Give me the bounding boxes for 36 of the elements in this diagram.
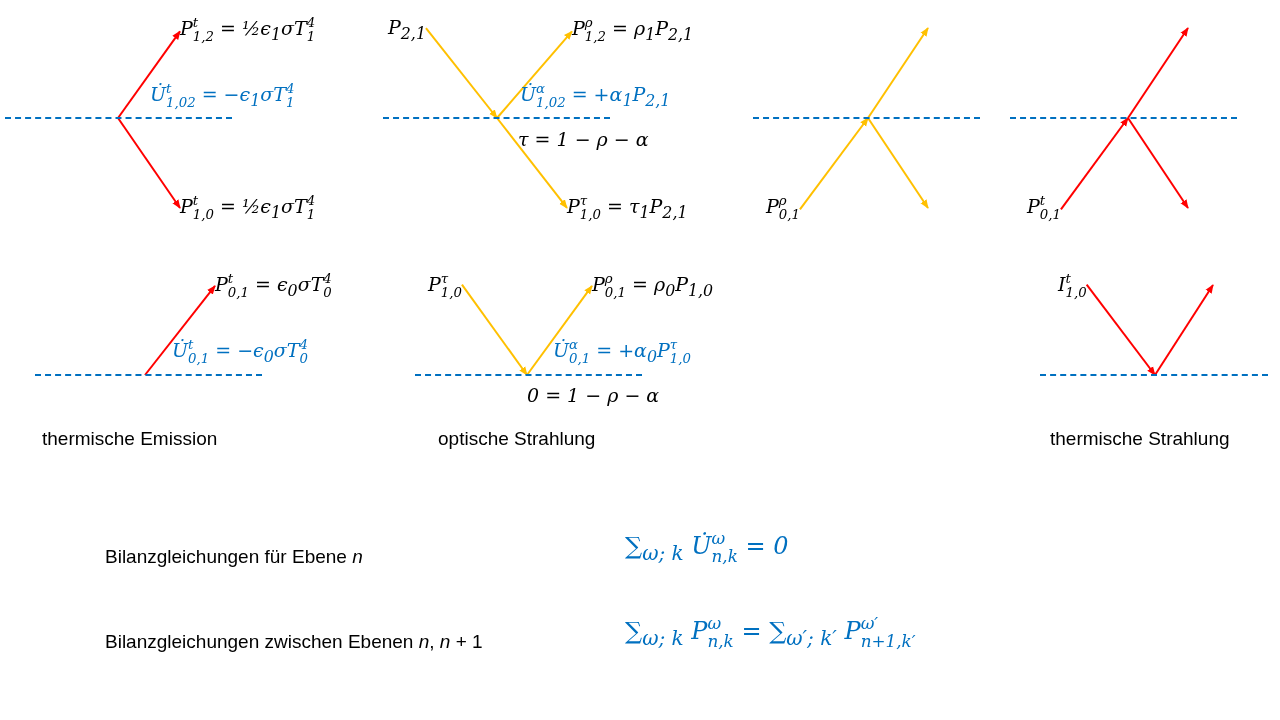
arrow (526, 284, 593, 376)
arrow (867, 117, 929, 209)
dashed-surface-line (753, 117, 980, 119)
formula: τ = 1 − ρ − α (518, 128, 649, 150)
formula: P$^{τ}$$_{1,0}$ = τ$_{1}$P$_{2,1}$ (567, 194, 688, 222)
arrow (425, 27, 498, 119)
balance-equation: ∑$_{ω; k}$ U̇$^{ω}$$_{n,k}$ = 0 (625, 530, 789, 566)
arrow (1127, 27, 1189, 119)
energy-balance-formula: U̇$^{α}$$_{1,02}$ = +α$_{1}$P$_{2,1}$ (520, 82, 671, 110)
dashed-surface-line (415, 374, 642, 376)
arrow (144, 284, 216, 376)
arrow (1154, 284, 1214, 376)
arrow (1127, 117, 1189, 209)
caption: thermische Strahlung (1050, 428, 1230, 450)
dashed-surface-line (1040, 374, 1268, 376)
dashed-surface-line (5, 117, 232, 119)
arrow (496, 117, 568, 209)
formula: P$^{ρ}$$_{0,1}$ = ρ$_{0}$P$_{1,0}$ (592, 272, 714, 300)
equation-heading: Bilanzgleichungen für Ebene n (105, 546, 363, 568)
caption: optische Strahlung (438, 428, 596, 450)
arrow (460, 283, 528, 376)
caption: thermische Emission (42, 428, 218, 450)
equation-heading: Bilanzgleichungen zwischen Ebenen n, n + 1 (105, 631, 483, 653)
arrow (1085, 283, 1156, 376)
dashed-surface-line (35, 374, 262, 376)
arrow (867, 27, 929, 119)
dashed-surface-line (383, 117, 610, 119)
formula: P$^{ρ}$$_{1,2}$ = ρ$_{1}$P$_{2,1}$ (572, 16, 694, 44)
arrow (496, 30, 573, 119)
arrow (117, 117, 181, 209)
formula: P$_{2,1}$ (388, 16, 426, 43)
arrow (1059, 117, 1129, 211)
arrow (117, 30, 181, 119)
dashed-surface-line (1010, 117, 1237, 119)
arrow (798, 117, 869, 211)
formula: 0 = 1 − ρ − α (527, 384, 660, 406)
